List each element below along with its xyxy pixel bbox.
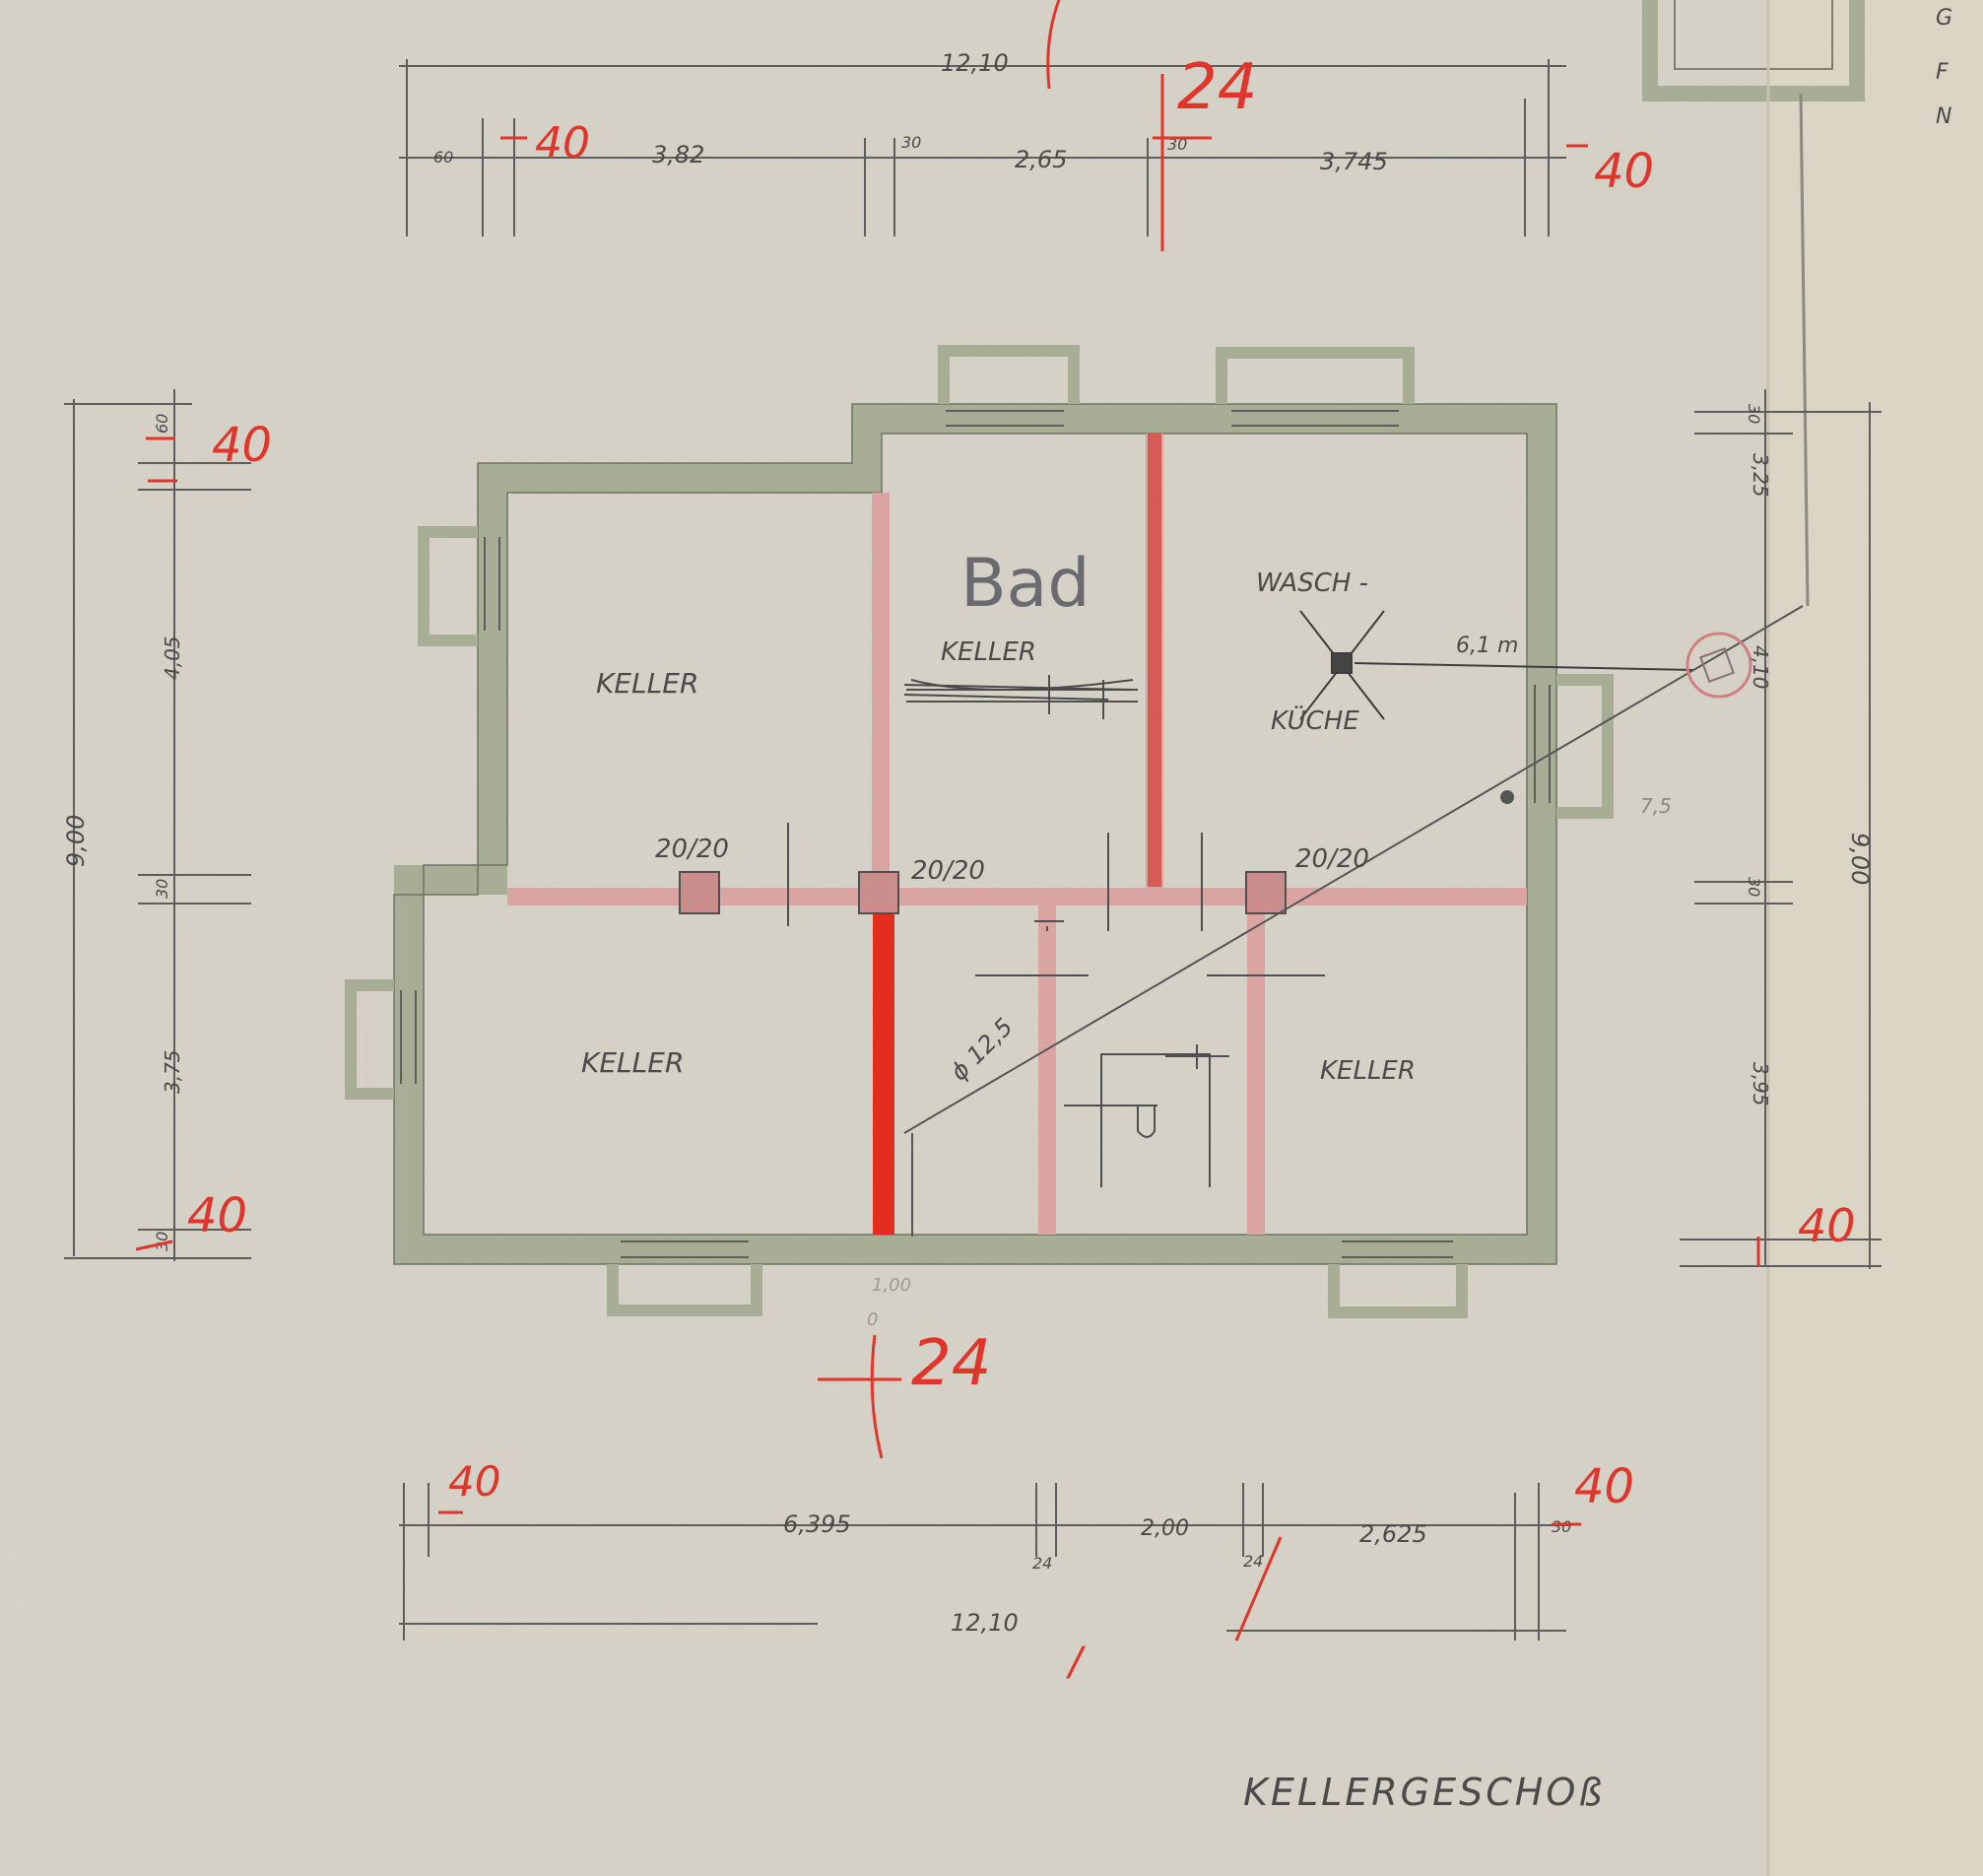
dim-bottom-seg2: 24 [1032,1554,1052,1573]
stair-symbol [1064,1044,1229,1187]
dim-bottom-seg3: 2,00 [1141,1516,1189,1541]
red-dim-bottom-total-mark: / [1066,1640,1087,1685]
room-label-keller-nw: KELLER [596,667,698,700]
columns [679,871,1287,914]
drawing-title: KELLERGESCHOß [1243,1771,1605,1814]
red-dim-left-top: 40 [212,418,272,473]
room-label-kueche: KÜCHE [1271,704,1359,736]
window-openings [400,410,1551,1258]
dim-bottom-note-2: 0 [867,1309,878,1330]
dim-bottom-note-1: 1,00 [872,1275,911,1296]
dim-top-seg3: 30 [901,133,921,152]
manhole [1686,632,1752,699]
column-label-2: 20/20 [911,856,985,886]
dim-right-total: 9,00 [1846,833,1874,885]
dim-right-seg1: 30 [1745,404,1763,424]
dim-bottom-seg4: 24 [1243,1552,1263,1571]
neighbour-shaft [1642,0,1865,1876]
dim-bottom-seg5: 2,625 [1359,1520,1427,1548]
room-label-bad: Bad [960,545,1090,623]
dim-left-seg1: 60 [153,414,171,434]
red-dim-bottom-mid: 24 [911,1327,991,1400]
dim-right-seg5: 3,95 [1749,1062,1772,1106]
red-dim-right-bottom: 40 [1798,1199,1856,1252]
red-dim-top-left: 40 [535,118,590,168]
corner-note-3: N [1936,104,1951,129]
room-label-keller-bad: KELLER [941,637,1036,667]
dim-left-seg4: 3,75 [161,1049,184,1094]
dim-bottom-seg1: 6,395 [783,1510,851,1538]
dim-left-seg3: 30 [153,879,171,899]
red-dim-bottom-left: 40 [448,1457,500,1506]
floor-drain [1299,610,1695,720]
dim-top-seg1: 60 [433,148,453,167]
dim-top-seg5: 3,745 [1320,148,1388,175]
new-wall-red [873,906,894,1235]
dimension-lines [64,59,1882,1641]
dim-left-seg5: 30 [153,1232,171,1251]
red-markup-strokes [135,0,1760,1642]
dim-top-total: 12,10 [941,49,1009,77]
column-label-1: 20/20 [655,835,729,864]
corner-note-2: F [1936,60,1949,85]
dim-bottom-seg6: 30 [1552,1517,1571,1536]
dim-top-seg6: 30 [1167,135,1187,154]
dim-right-seg4: 30 [1745,877,1763,897]
outer-walls [393,403,1557,1265]
dim-bottom-total: 12,10 [951,1609,1019,1637]
dim-right-seg2: 3,25 [1749,453,1772,498]
room-label-wasch: WASCH - [1256,569,1368,598]
red-dim-bottom-right: 40 [1574,1459,1634,1514]
room-label-keller-se: KELLER [1320,1056,1416,1086]
red-dim-top-right: 40 [1594,144,1654,199]
room-label-keller-sw: KELLER [581,1046,684,1079]
new-wall-red-2 [1148,434,1161,887]
column-label-3: 20/20 [1295,844,1369,874]
pipe-note-label: 7,5 [1640,794,1672,818]
dim-right-seg3: 4,10 [1749,645,1772,690]
bad-scribble [903,679,1134,701]
red-dim-top-mid: 24 [1177,51,1257,124]
corner-note-1: G [1936,6,1952,31]
dim-left-total: 9,00 [62,815,90,867]
window-wells [345,345,1614,1318]
dim-top-seg2: 3,82 [652,141,704,168]
pipe-run [903,605,1804,1237]
red-dim-left-bottom: 40 [187,1188,247,1243]
dim-left-seg2: 4,05 [161,636,184,680]
pipe-length-label: 6,1 m [1456,634,1518,658]
dim-top-seg4: 2,65 [1015,146,1067,173]
